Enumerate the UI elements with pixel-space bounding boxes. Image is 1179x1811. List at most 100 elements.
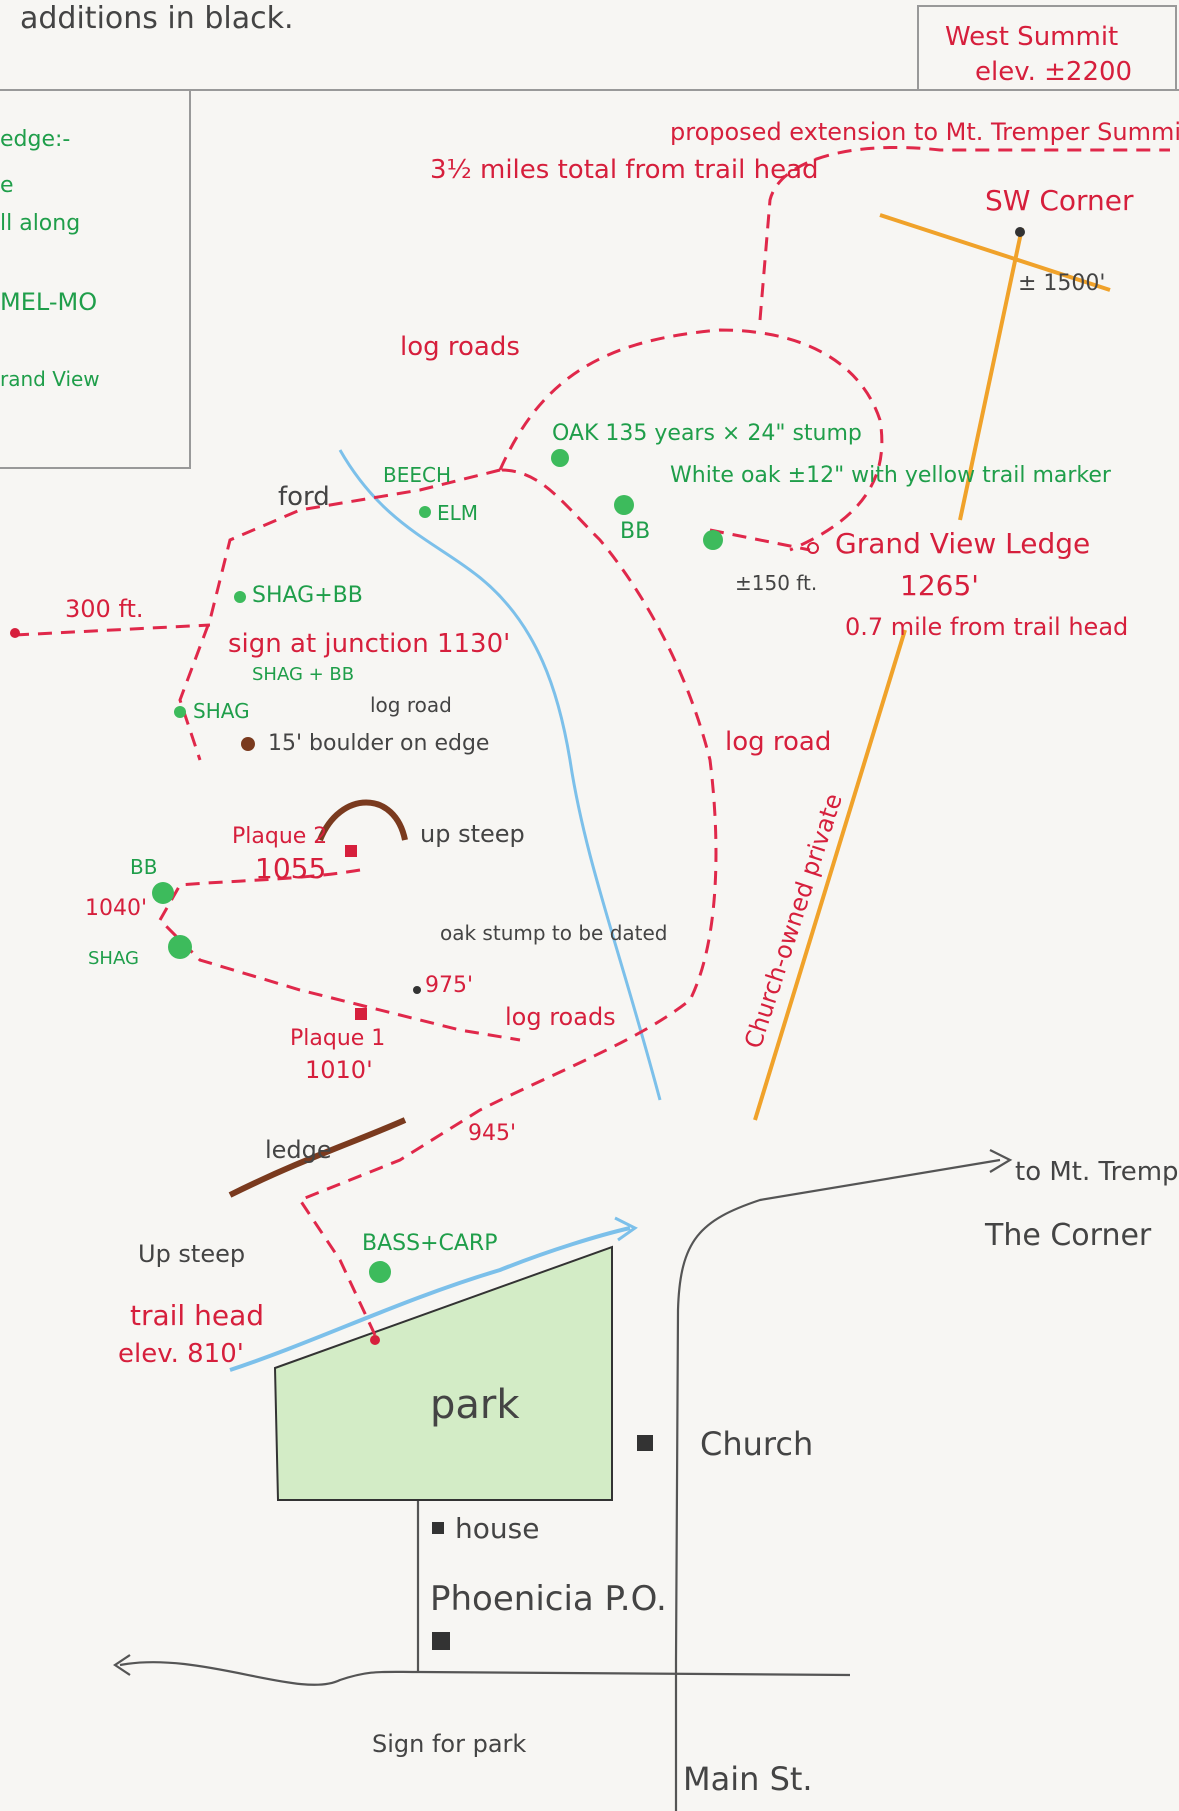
house-label: house bbox=[455, 1512, 539, 1545]
elm-dot bbox=[419, 506, 431, 518]
park-label: park bbox=[430, 1382, 520, 1428]
bb-label-2: BB bbox=[130, 855, 157, 879]
trail-loop-upper bbox=[498, 328, 884, 552]
elev-945: 945' bbox=[468, 1121, 516, 1146]
private-label: Church-owned private bbox=[739, 790, 848, 1052]
bass-carp-label: BASS+CARP bbox=[362, 1231, 497, 1256]
trail-end-dot bbox=[10, 628, 20, 638]
plaque1-marker bbox=[355, 1008, 367, 1020]
grandview-label: Grand View Ledge bbox=[835, 527, 1090, 560]
trail-head-elev: elev. 810' bbox=[118, 1339, 244, 1369]
park-area bbox=[273, 1245, 613, 1501]
plaque2-marker bbox=[345, 845, 357, 857]
bass-carp-dot bbox=[369, 1261, 391, 1283]
trail-extension bbox=[758, 146, 1170, 321]
trail-300ft bbox=[14, 623, 211, 637]
ledge-label: ledge bbox=[265, 1136, 332, 1164]
sw-corner-label: SW Corner bbox=[985, 184, 1134, 217]
bb-dot-1 bbox=[614, 495, 634, 515]
bb-label-1: BB bbox=[620, 519, 650, 544]
ford-label: ford bbox=[278, 482, 330, 512]
total-distance: 3½ miles total from trail head bbox=[430, 155, 819, 185]
white-oak-label: White oak ±12" with yellow trail marker bbox=[670, 463, 1112, 488]
shag-bb-dot-1 bbox=[234, 591, 246, 603]
ledge-mark bbox=[228, 1117, 407, 1198]
log-road-label-right: log road bbox=[725, 727, 831, 757]
po-icon bbox=[432, 1632, 450, 1650]
legend-line-3: ll along bbox=[0, 211, 80, 236]
property-boundary-b bbox=[753, 629, 907, 1121]
bb-dot-2 bbox=[152, 882, 174, 904]
house-icon bbox=[432, 1522, 444, 1534]
stream-arrow bbox=[614, 1216, 638, 1242]
shag-label-2: SHAG bbox=[88, 948, 139, 969]
boulder-dot bbox=[241, 737, 255, 751]
trail-lower-loop bbox=[158, 868, 521, 1042]
top-note: additions in black. bbox=[20, 1, 294, 36]
proposed-extension: proposed extension to Mt. Tremper Summit bbox=[670, 118, 1179, 146]
legend-box bbox=[0, 89, 191, 469]
property-boundary-a bbox=[958, 227, 1024, 521]
stream-lower bbox=[229, 1226, 631, 1372]
sw-corner-line bbox=[879, 213, 1111, 292]
elev-1040: 1040' bbox=[85, 896, 147, 921]
the-corner-label: The Corner bbox=[984, 1218, 1152, 1253]
sw-corner-dot bbox=[1015, 227, 1025, 237]
trail-head-label: trail head bbox=[130, 1299, 264, 1332]
oak-label: OAK 135 years × 24" stump bbox=[552, 421, 862, 446]
to-tremper-label: to Mt. Tremper bbox=[1015, 1157, 1179, 1187]
oak-dot bbox=[551, 449, 569, 467]
grandview-elev: 1265' bbox=[900, 569, 979, 602]
legend-line-2: e bbox=[0, 173, 14, 198]
plaque1-elev: 1010' bbox=[305, 1056, 373, 1084]
sign-junction-label: sign at junction 1130' bbox=[228, 629, 510, 659]
grandview-dot bbox=[807, 542, 819, 554]
shag-bb-label-2: SHAG + BB bbox=[252, 664, 354, 685]
cross-street bbox=[119, 1661, 851, 1686]
plaque1-label: Plaque 1 bbox=[290, 1026, 385, 1051]
stream bbox=[338, 449, 662, 1101]
grandview-distance: 0.7 mile from trail head bbox=[845, 613, 1128, 641]
trail-west bbox=[178, 468, 501, 761]
road-to-tremper bbox=[674, 1158, 1001, 1661]
main-st-label: Main St. bbox=[683, 1760, 813, 1798]
trail-main bbox=[297, 468, 718, 1336]
shag-dot-2 bbox=[168, 935, 192, 959]
oak-stump-dot bbox=[413, 986, 421, 994]
shag-label-1: SHAG bbox=[193, 699, 250, 723]
white-oak-dot bbox=[703, 530, 723, 550]
road-arrow-tremper bbox=[989, 1149, 1013, 1173]
log-road-label-left: log road bbox=[370, 693, 452, 717]
boulder-label: 15' boulder on edge bbox=[268, 731, 489, 756]
legend-line-5: rand View bbox=[0, 367, 100, 391]
distance-150: ±150 ft. bbox=[735, 571, 817, 595]
summit-title: West Summit bbox=[945, 22, 1118, 52]
church-icon bbox=[637, 1435, 653, 1451]
summit-elev: elev. ±2200 bbox=[975, 57, 1132, 87]
trailhead-dot bbox=[370, 1335, 380, 1345]
distance-300: 300 ft. bbox=[65, 595, 144, 623]
log-roads-label: log roads bbox=[400, 332, 520, 362]
sign-park-label: Sign for park bbox=[372, 1730, 526, 1758]
plaque2-elev: 1055 bbox=[255, 852, 326, 885]
legend-line-1: edge:- bbox=[0, 127, 70, 152]
road-arrow-west bbox=[113, 1654, 131, 1676]
beech-label: BEECH bbox=[383, 463, 451, 487]
church-label: Church bbox=[700, 1425, 813, 1463]
summit-box bbox=[917, 5, 1177, 91]
log-roads-label-lower: log roads bbox=[505, 1003, 616, 1031]
shag-bb-label-1: SHAG+BB bbox=[252, 583, 363, 608]
oak-stump-label: oak stump to be dated bbox=[440, 921, 668, 945]
up-steep-label-1: up steep bbox=[420, 820, 525, 848]
po-label: Phoenicia P.O. bbox=[430, 1579, 667, 1619]
legend-line-4: MEL-MO bbox=[0, 288, 97, 316]
plaque2-label: Plaque 2 bbox=[232, 824, 327, 849]
shag-dot-1 bbox=[174, 706, 186, 718]
trail-to-grandview bbox=[709, 528, 811, 552]
up-steep-label-2: Up steep bbox=[138, 1240, 245, 1268]
elm-label: ELM bbox=[437, 501, 478, 525]
plaque2-arch bbox=[317, 799, 408, 842]
elev-975: 975' bbox=[425, 973, 473, 998]
sw-corner-elev: ± 1500' bbox=[1018, 271, 1105, 296]
